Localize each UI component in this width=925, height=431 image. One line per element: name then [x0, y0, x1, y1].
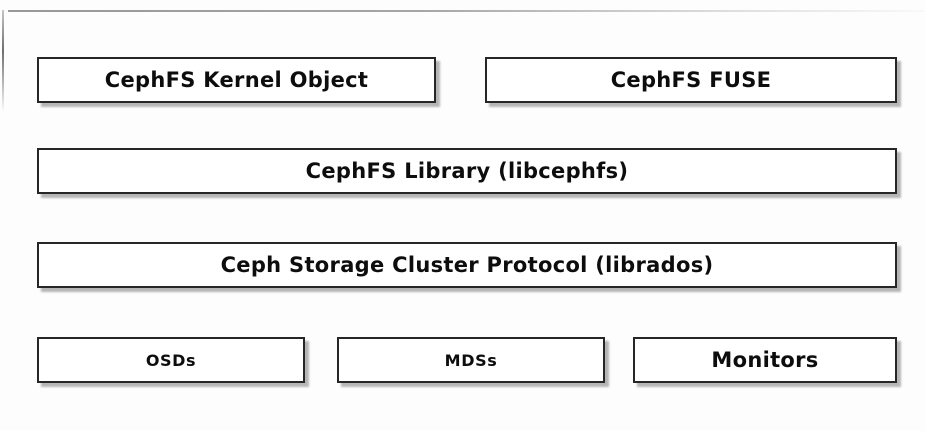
mdss-label: MDSs — [444, 350, 498, 370]
cephfs-fuse-label: CephFS FUSE — [610, 68, 772, 92]
monitors-label: Monitors — [711, 348, 819, 372]
cephfs-library-label: CephFS Library (libcephfs) — [305, 159, 629, 183]
cephfs-kernel-object-label: CephFS Kernel Object — [104, 68, 369, 92]
box-mdss: MDSs — [337, 337, 605, 383]
box-monitors: Monitors — [633, 337, 897, 383]
ceph-storage-cluster-protocol-label: Ceph Storage Cluster Protocol (librados) — [220, 253, 714, 277]
top-edge-line — [8, 10, 925, 12]
box-ceph-storage-cluster-protocol: Ceph Storage Cluster Protocol (librados) — [37, 242, 897, 288]
box-cephfs-library: CephFS Library (libcephfs) — [37, 148, 897, 194]
box-osds: OSDs — [37, 337, 305, 383]
box-cephfs-fuse: CephFS FUSE — [485, 57, 897, 103]
box-cephfs-kernel-object: CephFS Kernel Object — [37, 57, 436, 103]
osds-label: OSDs — [145, 350, 197, 370]
left-edge-line — [2, 10, 4, 112]
